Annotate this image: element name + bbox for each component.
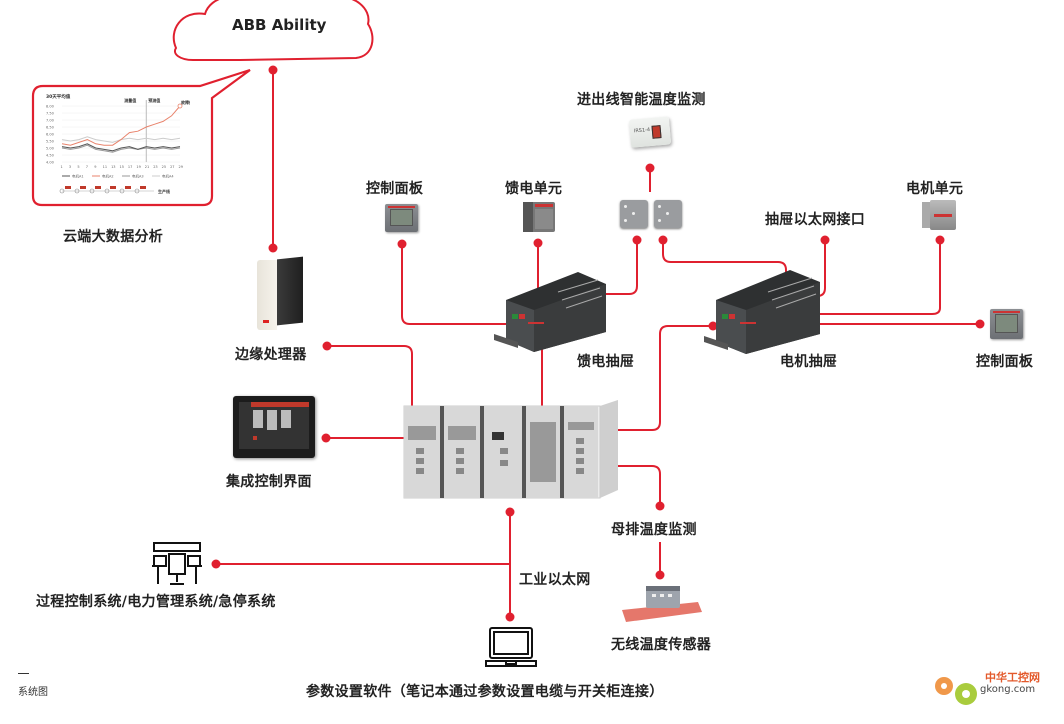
y-tick-label: 5.50 — [46, 140, 54, 144]
watermark-cn: 中华工控网 — [985, 671, 1040, 684]
cloud-outline — [172, 0, 374, 61]
temp-sensor-2 — [654, 200, 682, 228]
x-tick-label: 13 — [111, 165, 115, 169]
x-tick-label: 5 — [77, 165, 79, 169]
production-unit — [65, 186, 71, 189]
hmi-device — [233, 396, 315, 458]
control-panel-right-device — [990, 309, 1023, 339]
annotation-fault: 故障值 — [181, 99, 190, 105]
watermark-url: gkong.com — [980, 684, 1036, 695]
legend-label: 电机A1 — [72, 174, 84, 179]
process-control-label: 过程控制系统/电力管理系统/急停系统 — [36, 594, 276, 610]
y-tick-label: 6.50 — [46, 126, 54, 130]
production-unit — [95, 186, 101, 189]
gear-icon — [935, 677, 977, 705]
feeder-drawer-device — [494, 272, 606, 352]
production-unit — [80, 186, 86, 189]
production-unit — [140, 186, 146, 189]
legend-label: 电机A3 — [132, 174, 144, 179]
wireless-sensor-device — [622, 586, 702, 622]
y-tick-label: 7.00 — [46, 119, 54, 123]
x-tick-label: 17 — [128, 165, 132, 169]
analytics-chart: 30天平均值 4.00 4.50 5.00 5.50 6.00 6.50 7.00 7.50 8.… — [46, 93, 190, 194]
x-tick-label: 3 — [69, 165, 71, 169]
y-tick-label: 8.00 — [46, 105, 54, 109]
switchgear-cabinet — [403, 400, 618, 499]
x-tick-label: 25 — [162, 165, 166, 169]
drawer-ethernet-label: 抽屉以太网接口 — [765, 212, 866, 228]
feeder-unit-device — [523, 202, 555, 232]
cloud-title: ABB Ability — [232, 16, 327, 34]
legend-label: 电机A4 — [162, 174, 174, 179]
industrial-ethernet-label: 工业以太网 — [519, 572, 591, 588]
wireless-sensor-label: 无线温度传感器 — [611, 637, 712, 653]
x-tick-label: 1 — [61, 165, 63, 169]
laptop-icon — [485, 627, 537, 667]
process-control-icon — [152, 542, 202, 585]
x-tick-label: 21 — [145, 165, 149, 169]
x-tick-label: 29 — [179, 165, 183, 169]
x-tick-label: 27 — [170, 165, 174, 169]
motor-unit-device — [922, 200, 956, 230]
module-tag: IRS1-4 — [633, 126, 651, 135]
param-software-label: 参数设置软件（笔记本通过参数设置电缆与开关柜连接） — [306, 684, 664, 700]
production-line-label: 生产线 — [158, 188, 170, 194]
x-tick-label: 7 — [86, 165, 88, 169]
series-line — [61, 144, 181, 153]
analytics-callout — [31, 68, 251, 207]
production-unit — [125, 186, 131, 189]
temp-sensor-1 — [620, 200, 648, 228]
y-tick-label: 4.50 — [46, 154, 54, 158]
hmi-label: 集成控制界面 — [226, 474, 312, 490]
caption-rule — [18, 673, 29, 674]
edge-processor-device — [257, 256, 305, 330]
motor-unit-label: 电机单元 — [906, 181, 964, 197]
y-tick-label: 7.50 — [46, 112, 54, 116]
analytics-label: 云端大数据分析 — [63, 229, 164, 245]
x-tick-label: 9 — [94, 165, 96, 169]
incoming-temp-label: 进出线智能温度监测 — [577, 92, 706, 108]
motor-drawer-label: 电机抽屉 — [780, 354, 838, 370]
chart-title: 30天平均值 — [46, 93, 71, 100]
x-tick-label: 15 — [120, 165, 124, 169]
control-panel-right-label: 控制面板 — [976, 354, 1034, 370]
edge-processor-label: 边缘处理器 — [235, 347, 307, 363]
y-tick-label: 6.00 — [46, 133, 54, 137]
series-line — [61, 143, 181, 152]
production-unit — [110, 186, 116, 189]
annotation-measured: 测量值 — [124, 97, 136, 103]
legend-label: 电机A2 — [102, 174, 114, 179]
series-line — [61, 105, 181, 146]
motor-drawer-device — [704, 270, 820, 354]
x-tick-label: 23 — [153, 165, 157, 169]
feeder-drawer-label: 馈电抽屉 — [577, 354, 635, 370]
incoming-temp-module: IRS1-4 — [628, 116, 672, 148]
x-tick-label: 11 — [103, 165, 107, 169]
annotation-forecast: 预测值 — [148, 97, 160, 103]
figure-caption: 系统图 — [18, 687, 48, 698]
y-tick-label: 5.00 — [46, 147, 54, 151]
control-panel-left-device — [385, 204, 418, 232]
fault-point — [177, 103, 183, 109]
control-panel-left-label: 控制面板 — [366, 181, 424, 197]
x-tick-label: 19 — [136, 165, 140, 169]
feeder-unit-label: 馈电单元 — [505, 181, 563, 197]
y-tick-label: 4.00 — [46, 161, 54, 165]
busbar-temp-label: 母排温度监测 — [611, 522, 697, 538]
